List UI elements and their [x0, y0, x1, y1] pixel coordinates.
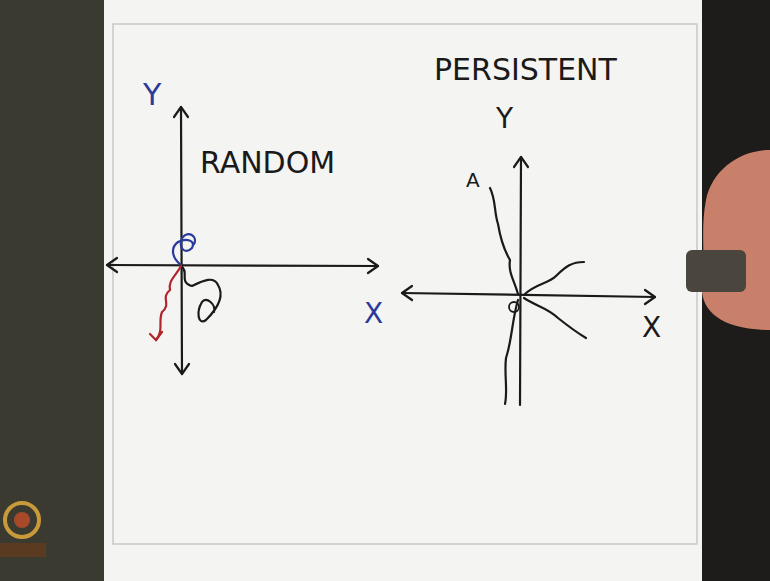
arrow-head: [175, 364, 189, 374]
arrow-head: [174, 107, 188, 117]
persistent-walk: [505, 300, 518, 404]
logo: [0, 543, 46, 557]
logo: [14, 512, 30, 528]
hand: [702, 150, 770, 330]
arrow-head: [107, 258, 117, 272]
paper-frame: [113, 24, 697, 544]
marker: [686, 250, 746, 292]
arrow-head: [402, 286, 412, 300]
persistent-walk: [524, 262, 584, 295]
random-walk: [181, 266, 221, 321]
plot-title: RANDOM: [200, 148, 335, 178]
logo: [5, 503, 39, 537]
persistent-walk: [490, 188, 518, 294]
persistent-walk: [524, 298, 586, 338]
axis-label: X: [642, 314, 661, 342]
y-axis: [520, 157, 521, 405]
axis-label: X: [364, 300, 383, 328]
arrow-head: [368, 259, 378, 273]
axis-label: Y: [143, 80, 161, 110]
random-walk: [156, 266, 181, 340]
arrow-head: [150, 332, 162, 340]
origin-circle: [509, 302, 519, 312]
point-label: A: [466, 170, 480, 190]
random-walk: [173, 234, 195, 265]
x-axis: [402, 293, 655, 297]
plot-title: PERSISTENT: [434, 55, 617, 85]
axis-label: Y: [496, 105, 513, 133]
x-axis: [107, 265, 378, 266]
arrow-head: [514, 157, 528, 167]
arrow-head: [645, 290, 655, 304]
background-left: [0, 0, 105, 581]
paper-sheet: [104, 0, 702, 581]
